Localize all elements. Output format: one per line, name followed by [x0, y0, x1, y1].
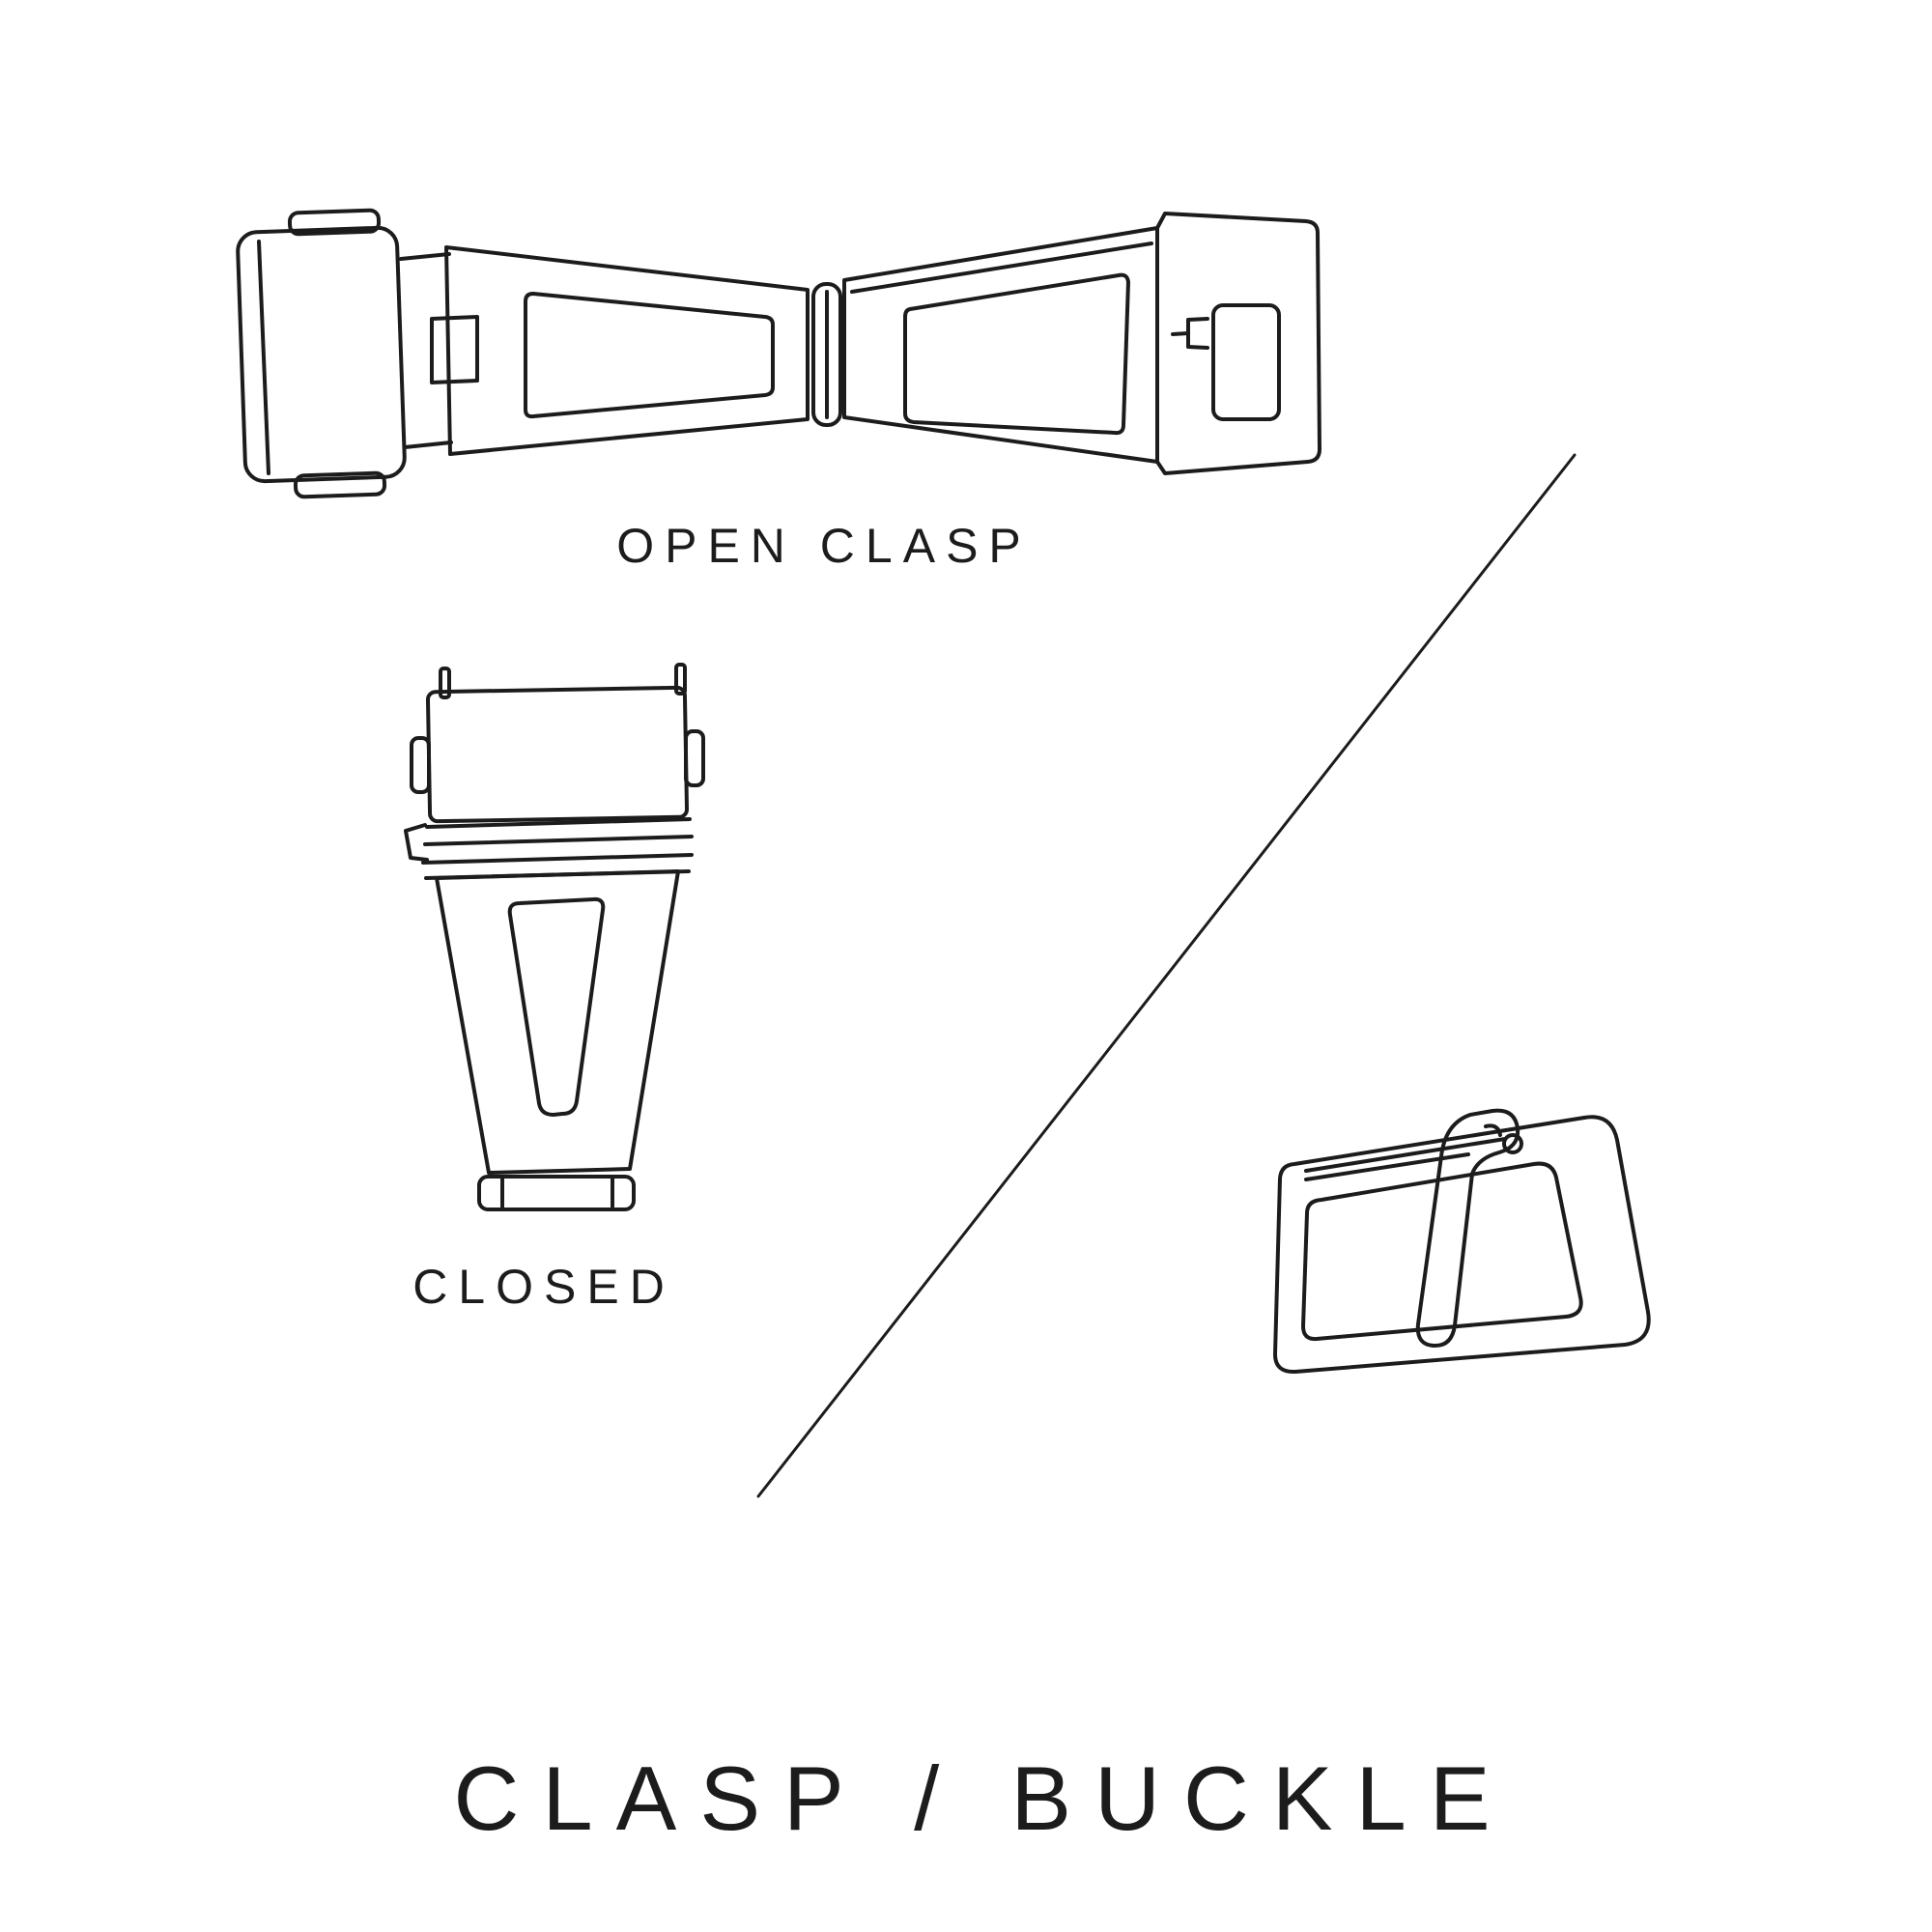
closed-label: CLOSED: [412, 1260, 675, 1314]
diagram-title: CLASP / BUCKLE: [453, 1747, 1514, 1849]
closed-clasp-illustration: [404, 663, 705, 1211]
open-clasp-label: OPEN CLASP: [616, 519, 1032, 573]
divider-line: [756, 453, 1577, 1498]
pin-buckle-illustration: [1273, 1108, 1651, 1375]
open-clasp-illustration: [236, 208, 1321, 499]
